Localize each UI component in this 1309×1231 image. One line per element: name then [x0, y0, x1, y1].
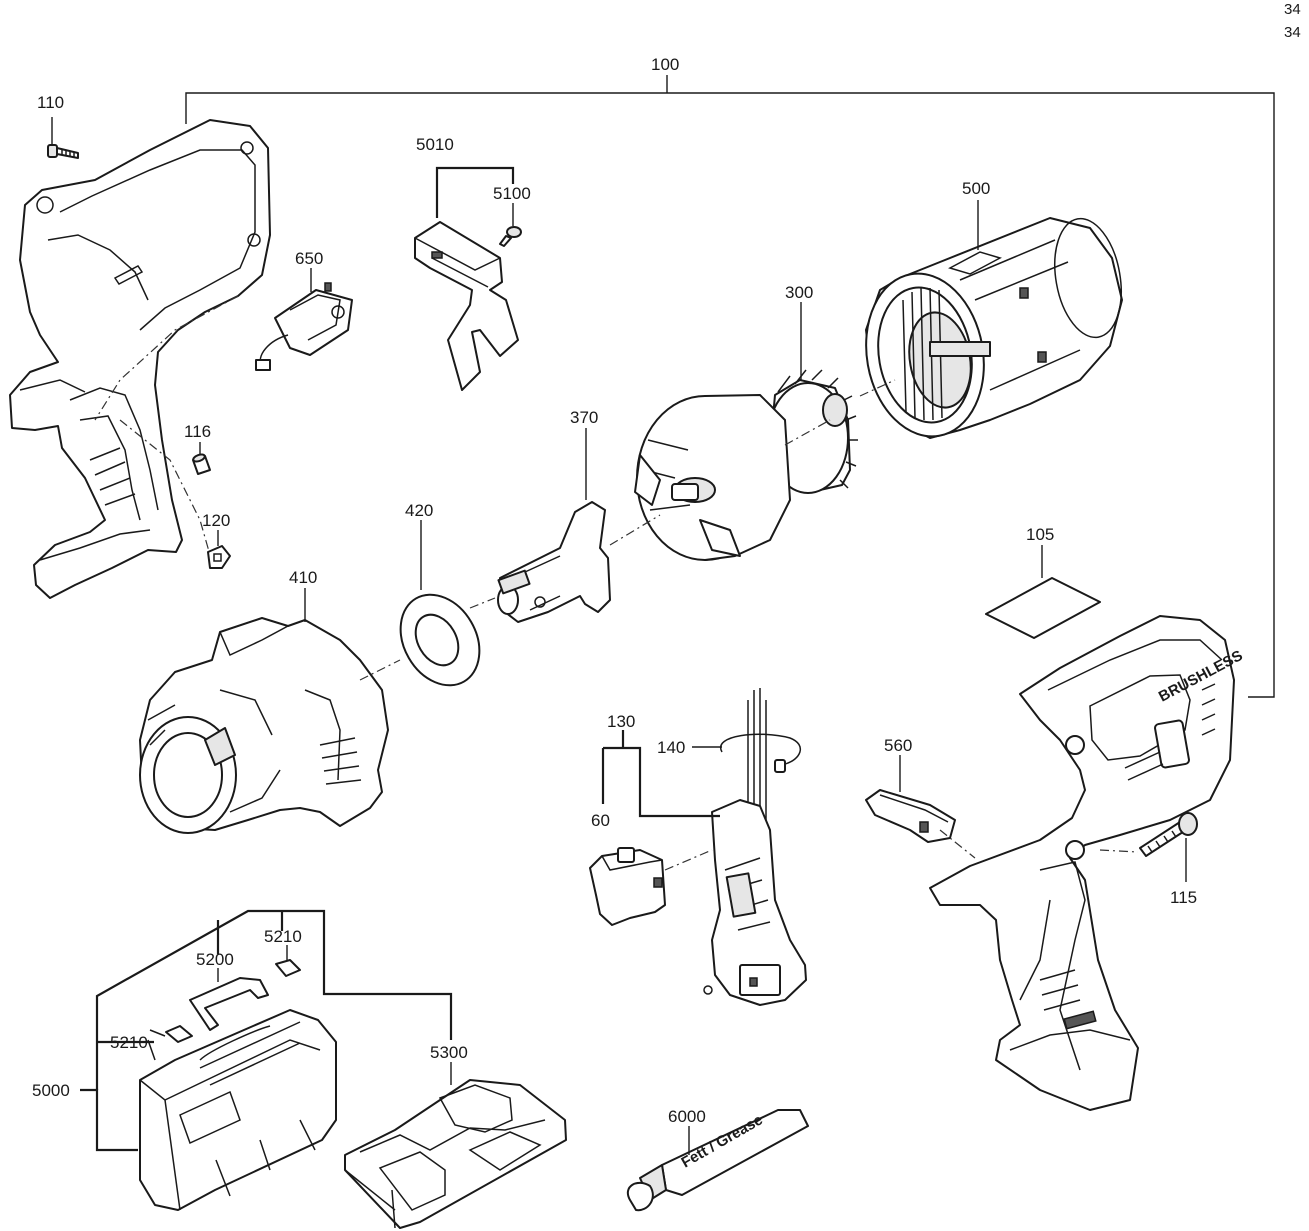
label-5210-top: 5210	[264, 927, 302, 946]
label-6000: 6000	[668, 1107, 706, 1126]
trigger-60	[589, 847, 666, 926]
bracket-100	[185, 75, 1275, 698]
screw-110	[47, 144, 79, 159]
label-115: 115	[1170, 888, 1197, 907]
handle-5200	[189, 977, 269, 1031]
label-420: 420	[405, 501, 433, 520]
electronics-board-650	[255, 282, 353, 371]
hinge-5210-top	[275, 959, 301, 977]
label-116: 116	[184, 422, 211, 441]
label-5000: 5000	[32, 1081, 70, 1100]
impact-mechanism	[634, 394, 791, 561]
label-140: 140	[657, 738, 685, 757]
motor-500	[865, 217, 1123, 439]
switch-module-130	[703, 688, 807, 1006]
label-5100: 5100	[493, 184, 531, 203]
carry-case-5000	[139, 1009, 337, 1211]
grease-tube-6000: Fett / Grease	[627, 1109, 809, 1212]
label-5210-left: 5210	[110, 1033, 148, 1052]
label-300: 300	[785, 283, 813, 302]
label-5010: 5010	[416, 135, 454, 154]
screw-5100	[499, 226, 522, 247]
label-130: 130	[607, 712, 635, 731]
case-insert-5300	[344, 1079, 567, 1229]
anvil-370	[497, 501, 611, 623]
nut-120	[207, 545, 231, 569]
label-5300: 5300	[430, 1043, 468, 1062]
label-110: 110	[37, 93, 64, 112]
hinge-5210-left	[165, 1025, 193, 1043]
label-60: 60	[591, 811, 610, 830]
ring-140	[719, 733, 802, 773]
label-500: 500	[962, 179, 990, 198]
page-number-top: 34	[1284, 1, 1301, 18]
label-100: 100	[651, 55, 679, 74]
label-105: 105	[1026, 525, 1054, 544]
housing-half-right: BRUSHLESS	[929, 615, 1246, 1111]
label-560: 560	[884, 736, 912, 755]
page-number-bottom: 34	[1284, 24, 1301, 41]
label-120: 120	[202, 511, 230, 530]
housing-half-left	[9, 119, 271, 599]
latch-560	[865, 789, 956, 843]
washer-420	[399, 593, 481, 687]
label-5200: 5200	[196, 950, 234, 969]
front-housing-410	[139, 617, 389, 834]
nameplate-105	[985, 577, 1101, 639]
pin-116	[192, 453, 211, 475]
screw-115	[1139, 812, 1198, 857]
label-410: 410	[289, 568, 317, 587]
label-370: 370	[570, 408, 598, 427]
switch-bracket-5010	[414, 221, 519, 391]
label-650: 650	[295, 249, 323, 268]
